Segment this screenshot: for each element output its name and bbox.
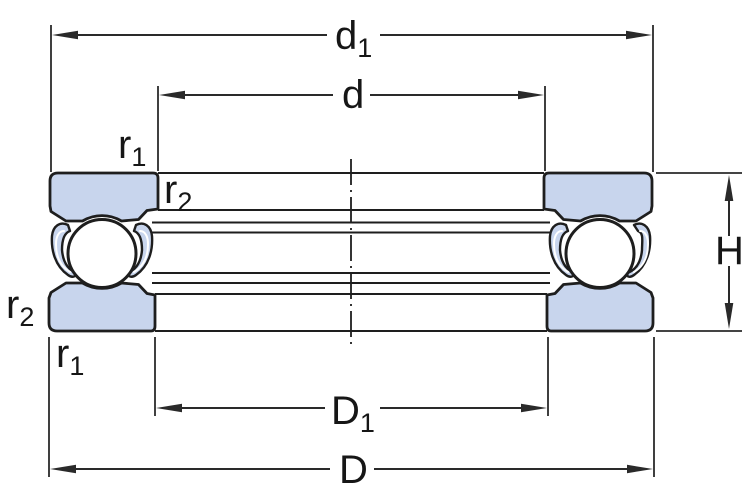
label-r2-top: r2 [164,168,192,217]
cage-channel-line [54,230,71,273]
cage-sections [50,222,652,278]
dimension-H [656,172,742,332]
label-r1-bottom: r1 [56,332,84,381]
label-D1: D1 [331,389,375,438]
arrowhead-up [724,175,734,201]
arrowhead-left [50,464,76,474]
cage-prong-right-outer [625,222,652,278]
housing-washer-right-section [545,281,655,333]
label-r2-left: r2 [6,283,34,332]
shaft-washer-left-section [48,171,160,223]
label-d: d [342,73,364,117]
arrowhead-right [626,30,652,40]
dimension-d [157,86,546,171]
ball-right [564,218,636,289]
dimension-D [48,337,655,477]
cage-prong-left-inner [125,222,154,278]
cage-prong-left-outer [50,222,79,278]
ball-left [66,218,138,289]
arrowhead-right [521,403,547,413]
cage-channel-line [633,230,650,273]
dimension-d1 [50,25,654,172]
label-d1: d1 [335,14,372,63]
cage-prong-right-inner [548,222,577,278]
housing-washer-left-section [47,281,157,333]
arrowhead-down [724,303,734,329]
cage-channel-line [552,230,569,273]
shaft-washer-right-section [542,171,654,223]
arrowhead-left [156,403,182,413]
arrowhead-left [159,90,185,100]
arrowhead-right [627,464,653,474]
label-r1-top: r1 [118,123,146,172]
cage-channel-line [133,230,150,273]
label-H: H [715,229,744,273]
dimension-D1 [154,337,549,416]
arrowhead-left [52,30,78,40]
arrowhead-right [518,90,544,100]
label-D: D [339,448,368,492]
